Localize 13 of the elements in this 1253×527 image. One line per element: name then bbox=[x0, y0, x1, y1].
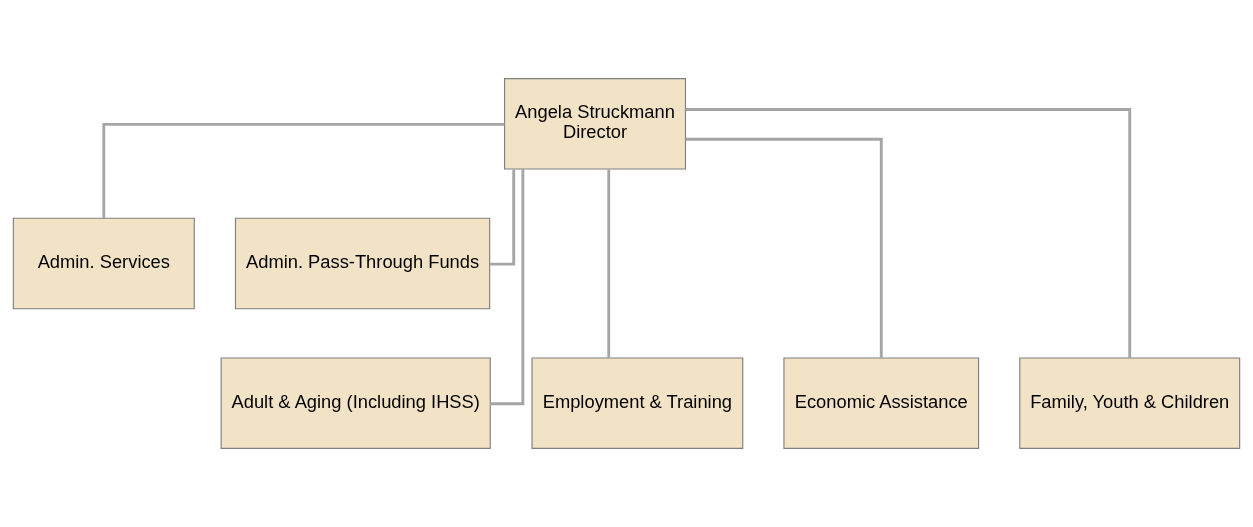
connector bbox=[607, 169, 611, 358]
connector bbox=[102, 122, 505, 218]
node-box: Family, Youth & Children bbox=[1019, 357, 1241, 449]
connector bbox=[490, 169, 525, 406]
node-box: Angela Struckmann Director bbox=[504, 78, 687, 170]
node-box: Admin. Pass-Through Funds bbox=[234, 217, 491, 310]
node-box: Adult & Aging (Including IHSS) bbox=[220, 357, 491, 449]
node-box: Admin. Services bbox=[12, 217, 195, 310]
node-box: Economic Assistance bbox=[783, 357, 980, 449]
node-box: Employment & Training bbox=[531, 357, 744, 449]
connector bbox=[685, 108, 1132, 358]
connector bbox=[489, 169, 516, 266]
connector bbox=[685, 137, 883, 358]
